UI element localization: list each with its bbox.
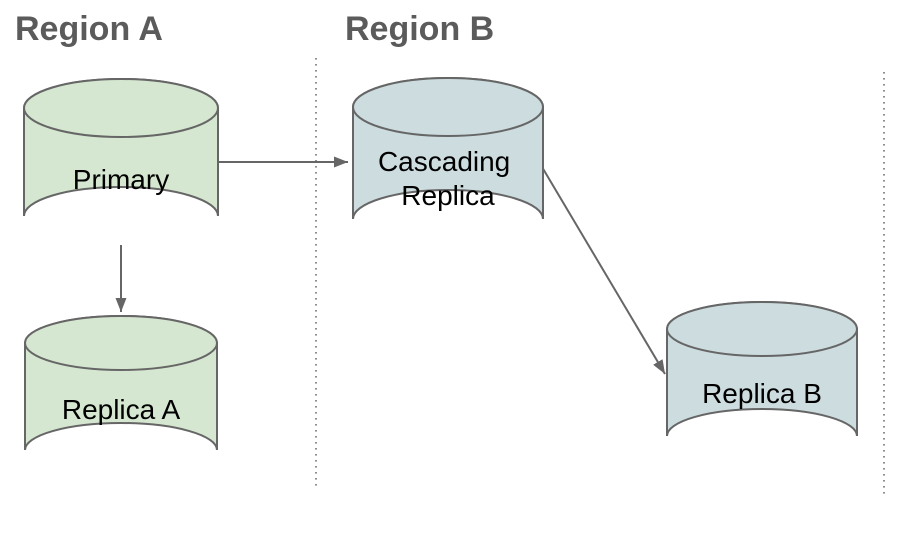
- database-cylinder-top: [352, 77, 544, 137]
- database-cylinder-top: [666, 301, 858, 357]
- node-label-line-2: Replica: [401, 180, 495, 211]
- database-cylinder-top: [24, 315, 218, 371]
- database-cylinder-top: [23, 78, 219, 138]
- node-primary: Primary: [23, 78, 219, 217]
- node-replica-a: Replica A: [24, 315, 218, 451]
- node-label-line-1: Cascading: [378, 146, 510, 177]
- node-label: Primary: [73, 164, 169, 195]
- node-label: Cascading Replica: [378, 146, 518, 211]
- edge-cascading-replica-to-replica-b: [541, 166, 666, 375]
- node-replica-b: Replica B: [666, 301, 858, 437]
- region-b-label: Region B: [345, 10, 494, 48]
- node-cascading-replica: Cascading Replica: [352, 77, 544, 220]
- node-label: Replica B: [702, 378, 822, 409]
- region-a-label: Region A: [15, 10, 163, 48]
- node-label: Replica A: [62, 394, 181, 425]
